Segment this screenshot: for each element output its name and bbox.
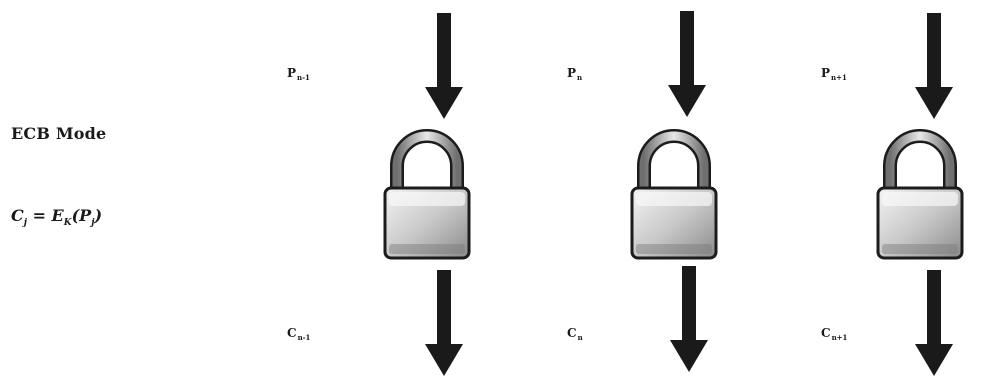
formula-c-sub: j	[23, 218, 27, 228]
formula-equals: =	[27, 206, 52, 225]
padlock-2	[632, 136, 716, 258]
formula-e: E	[51, 206, 64, 225]
plaintext-label-3: Pn+1	[821, 66, 847, 82]
formula-arg-open: (P	[71, 206, 92, 225]
plaintext-arrow-3	[915, 13, 953, 119]
plaintext-label-2: Pn	[567, 66, 583, 82]
plaintext-arrow-1	[425, 13, 463, 119]
ciphertext-label-1: Cn-1	[287, 326, 311, 342]
plaintext-label-1: Pn-1	[287, 66, 310, 82]
ecb-formula: Cj = EK(Pj)	[11, 206, 102, 228]
plaintext-arrow-2	[668, 11, 706, 117]
ciphertext-arrow-2	[670, 266, 708, 372]
ciphertext-arrow-3	[915, 270, 953, 376]
formula-e-sub: K	[63, 218, 72, 228]
formula-arg-sub: j	[91, 218, 95, 228]
mode-title: ECB Mode	[11, 124, 107, 143]
formula-c: C	[11, 206, 24, 225]
ciphertext-label-2: Cn	[567, 326, 583, 342]
padlock-3	[878, 136, 962, 258]
ciphertext-arrow-1	[425, 270, 463, 376]
formula-arg-close: )	[94, 206, 103, 225]
padlock-1	[385, 136, 469, 258]
ciphertext-label-3: Cn+1	[821, 326, 848, 342]
